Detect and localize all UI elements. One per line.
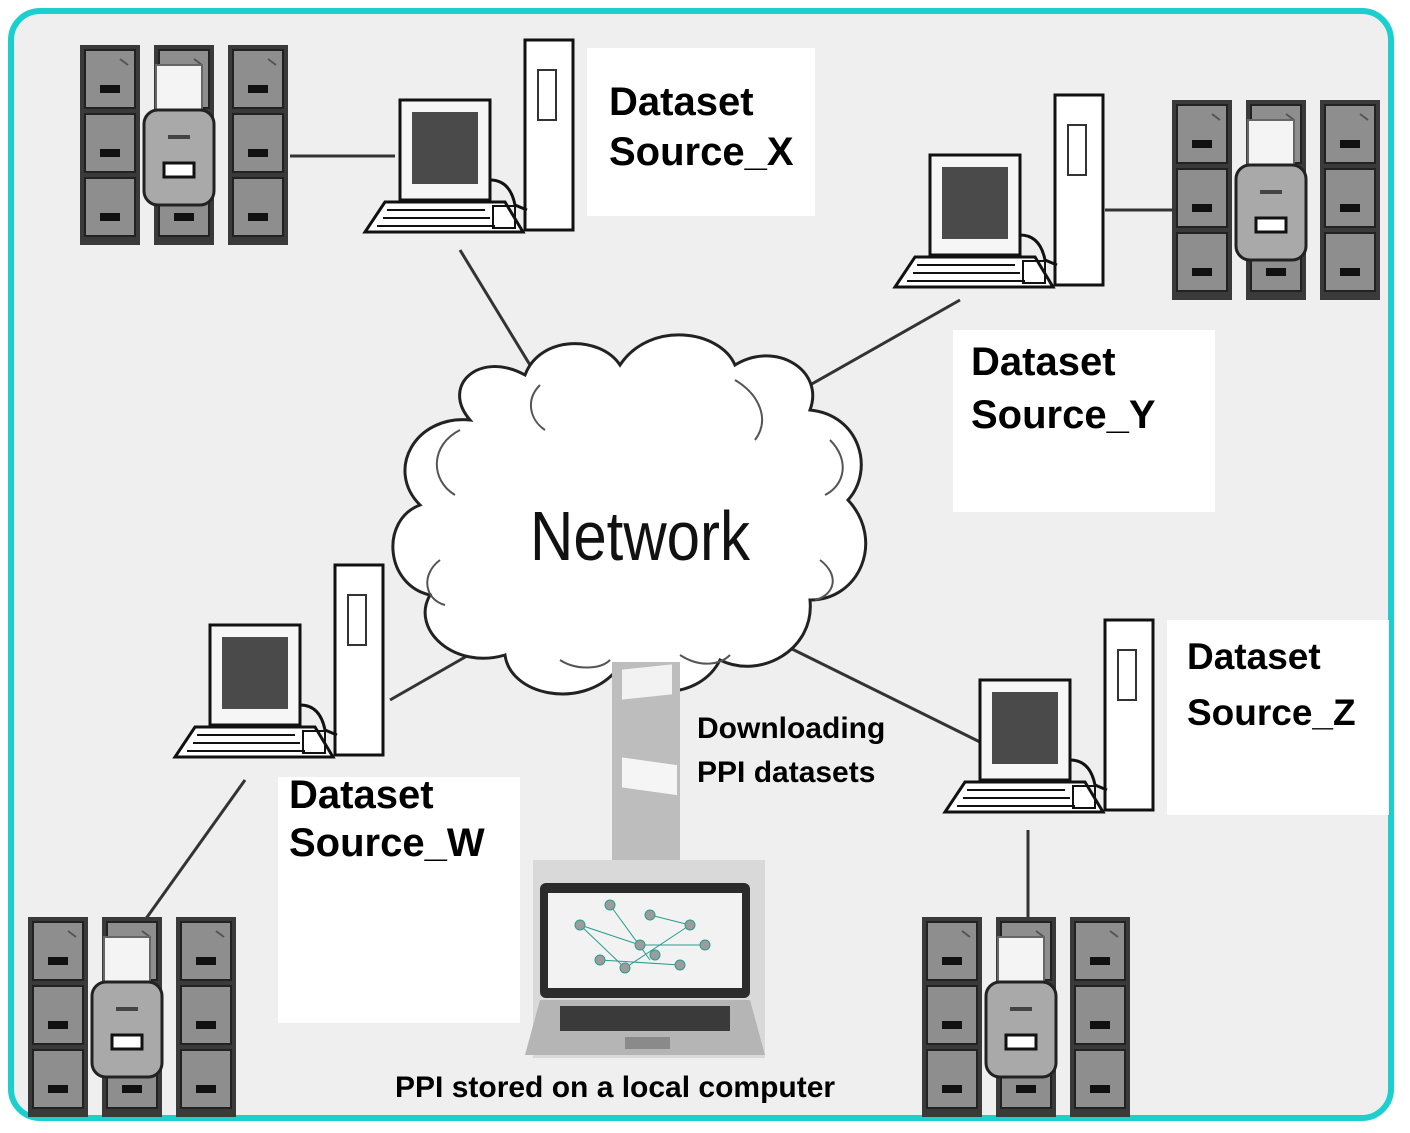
source-z-label-line2: Source_Z [1187,692,1356,733]
ppi-network-graph [574,899,711,974]
source-x-label-line1: Dataset [609,80,754,124]
local-computer-label: PPI stored on a local computer [395,1071,836,1104]
computer-w [173,563,385,759]
source-x-label-box [587,48,815,216]
source-w-label-line1: Dataset [289,773,434,817]
source-y-label-line1: Dataset [971,340,1116,384]
computer-y [893,93,1105,289]
source-z-label-line1: Dataset [1187,636,1321,677]
file-cabinet-z [922,917,1130,1117]
source-y-label-line2: Source_Y [971,393,1156,437]
source-w-label-line2: Source_W [289,821,485,865]
connection-lines [143,154,1200,925]
computer-z [943,618,1155,814]
source-w-label-box [278,777,520,1023]
source-x-label-line2: Source_X [609,130,794,174]
laptop-icon [525,860,765,1058]
source-y-label-box [953,330,1215,512]
source-z-label-box [1167,620,1389,815]
download-label-line1: Downloading [697,712,886,745]
computer-x [363,38,575,234]
network-cloud [391,333,868,696]
file-cabinet-y [1172,100,1380,300]
download-label-line2: PPI datasets [697,756,876,789]
network-label: Network [530,497,751,575]
file-cabinet-w [28,917,236,1117]
file-cabinet-x [80,45,288,245]
